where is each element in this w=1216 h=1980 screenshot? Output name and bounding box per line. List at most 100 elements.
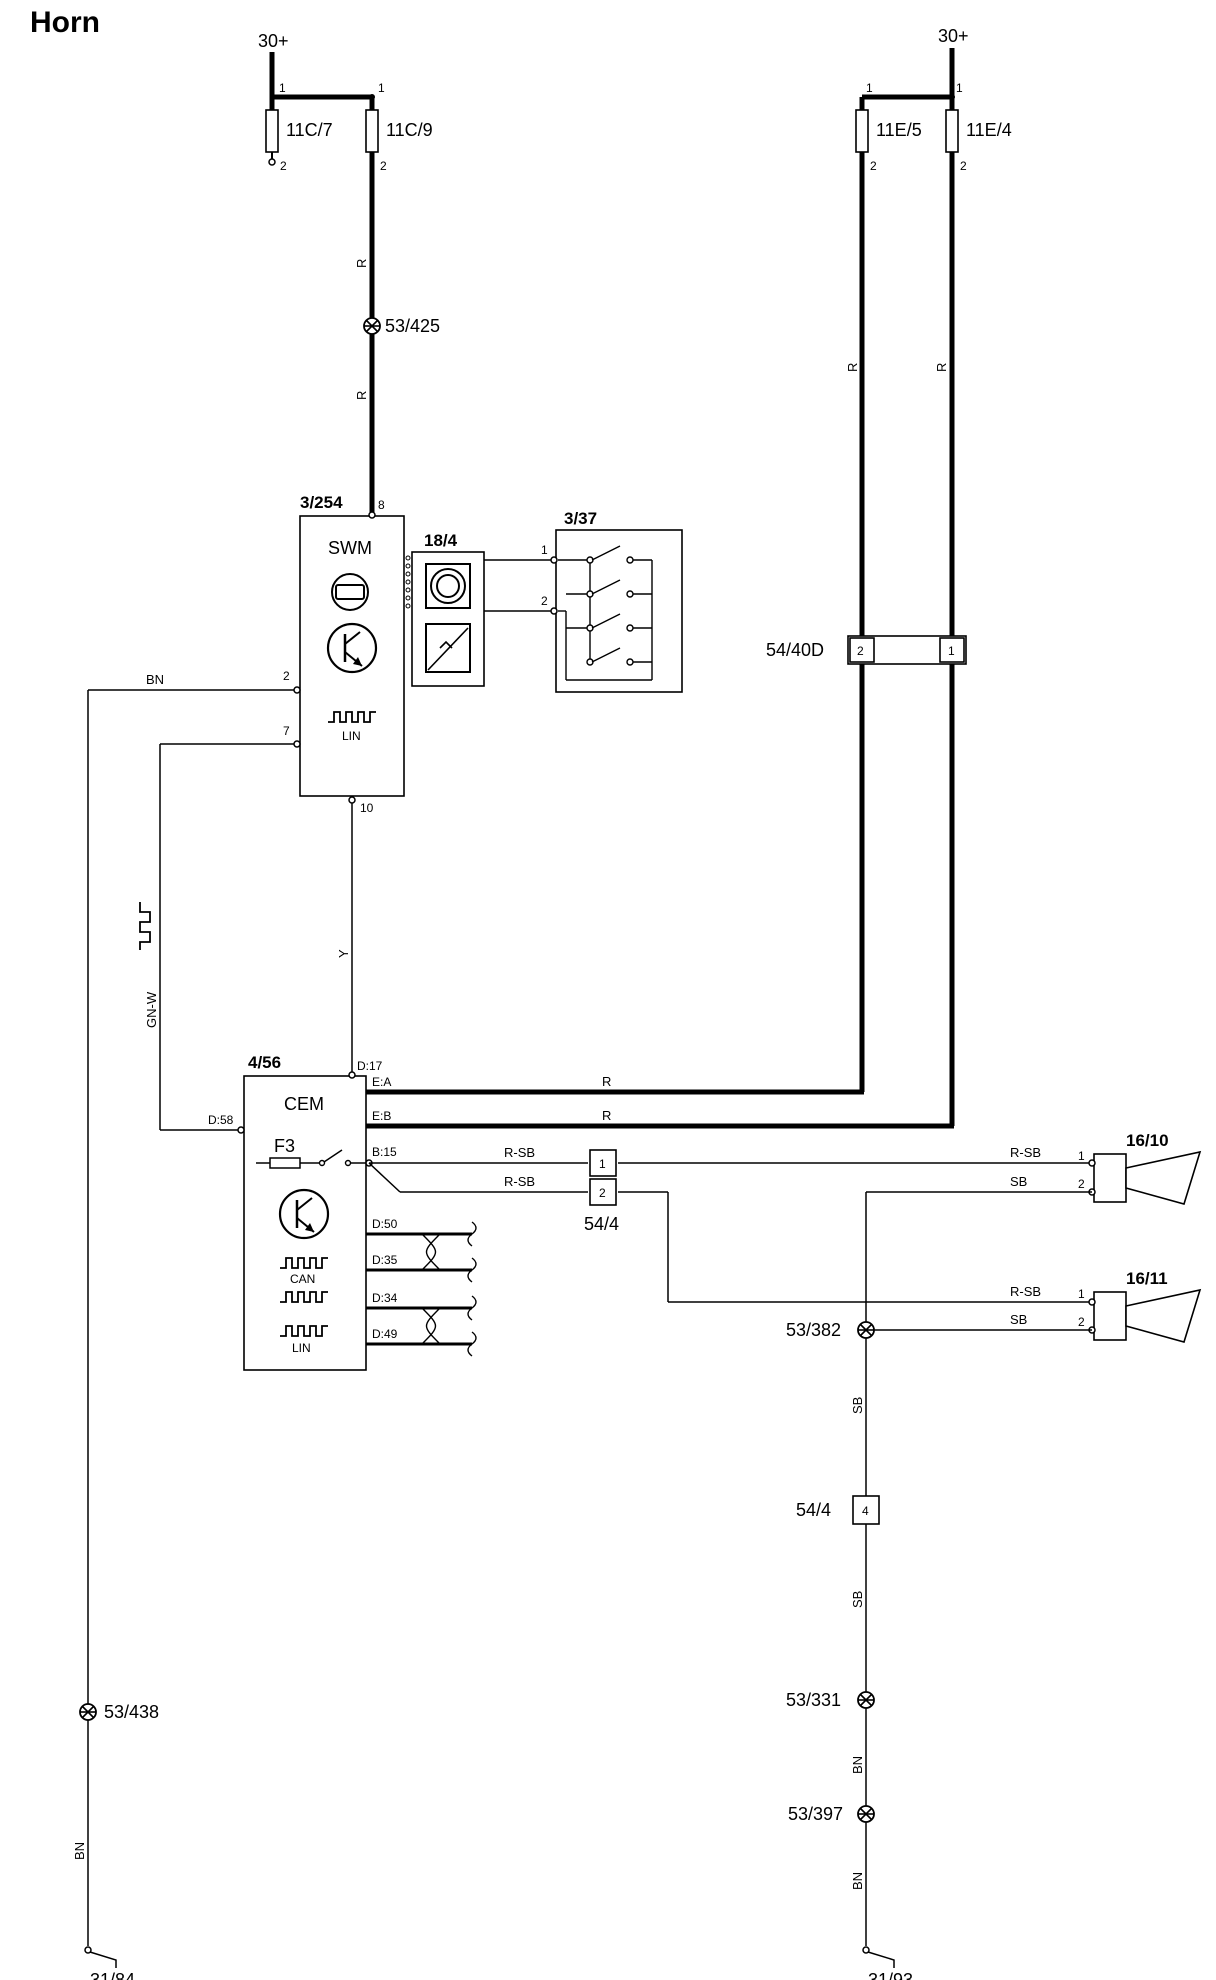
wire-r-label-2: R [354,391,369,400]
cem-pin-b15: B:15 [372,1145,397,1159]
wire-sb-label-1: SB [1010,1174,1027,1189]
connector-54-40d-label: 54/40D [766,640,824,660]
wire-r-label-5: R [602,1074,611,1089]
wire-bn-label-2: BN [72,1842,87,1860]
horn-16-11-pin-2: 2 [1078,1315,1085,1329]
cem-pin-ea: E:A [372,1075,391,1089]
cem-transistor-icon [278,1188,330,1240]
right-supply-group: 30+ 1 2 11E/5 1 2 11E/4 R R [845,26,1012,1126]
cem-pin-d50: D:50 [372,1217,398,1231]
cem-can-bus-icon: CAN [280,1257,328,1303]
fuse-11c9-pin-out: 2 [380,159,387,173]
horn-16-11-label: 16/11 [1126,1269,1168,1288]
wire-bn-label-3: BN [850,1756,865,1774]
connector-54-4-label-upper: 54/4 [584,1214,619,1234]
lin-gnw-wire: GN-W [139,743,294,1131]
ground-31-93: 31/93 [862,1946,913,1980]
swm-pin-7: 7 [283,724,290,738]
horn-16-10-pin-2: 2 [1078,1177,1085,1191]
horn-pad-label: 18/4 [424,531,458,550]
fuse-11c7-label: 11C/7 [286,120,333,140]
left-supply-group: 30+ 1 2 11C/7 1 2 11C/9 R R [258,31,440,512]
cem-pin-eb: E:B [372,1109,391,1123]
splice-53-425: 53/425 [363,316,440,336]
wire-r-label-6: R [602,1108,611,1123]
wire-rsb-label-1: R-SB [504,1145,535,1160]
wire-bn-label-4: BN [850,1872,865,1890]
horn-switch-3-37: 3/37 1 2 [541,509,683,693]
cem-id-label: 4/56 [248,1053,281,1072]
swm-pin-10: 10 [360,801,374,815]
splice-53-397-label: 53/397 [788,1804,843,1824]
fuse-11c9-label: 11C/9 [386,120,433,140]
cem-fuse-f3: F3 [256,1136,368,1169]
switch-contacts [566,545,652,666]
fuse-11e4-label: 11E/4 [966,120,1012,140]
fuse-11e4: 1 2 11E/4 [945,81,1012,173]
fuse-11e5-pin-out: 2 [870,159,877,173]
cem-fuse-label: F3 [274,1136,295,1156]
connector-54-4-pin-4: 4 [862,1504,869,1518]
swm-module: 3/254 SWM 8 LIN 2 7 10 [283,493,405,815]
cem-module: 4/56 CEM D:17 D:58 F3 CAN [208,1053,398,1371]
ground-31-84: 31/84 [84,1946,135,1980]
wire-rsb-label-4: R-SB [1010,1284,1041,1299]
splice-53-331-label: 53/331 [786,1690,841,1710]
splice-53-438: 53/438 [79,1702,159,1722]
fuse-11e5-pin-in: 1 [866,81,873,95]
lin-pulse-icon [139,902,151,950]
supply-right-label: 30+ [938,26,969,46]
splice-53-382: 53/382 [786,1320,875,1340]
cem-pin-d34: D:34 [372,1291,398,1305]
horn-feed-wires: R-SB R-SB R-SB R-SB [368,1145,1092,1303]
fuse-11e4-pin-out: 2 [960,159,967,173]
ground-31-93-label: 31/93 [868,1970,913,1980]
transistor-icon [326,622,378,674]
connector-54-4-pin-1: 1 [599,1157,606,1171]
swm-pin-8: 8 [378,498,385,512]
supply-left-label: 30+ [258,31,289,51]
cem-lin-label: LIN [292,1341,311,1355]
splice-53-331: 53/331 [786,1690,875,1710]
connector-54-4-label-lower: 54/4 [796,1500,831,1520]
horn-switch-label: 3/37 [564,509,597,528]
airbag-icon [425,623,471,673]
wire-rsb-label-2: R-SB [504,1174,535,1189]
ground-31-84-label: 31/84 [90,1970,135,1980]
cem-can-label: CAN [290,1272,315,1286]
lin-bus-icon: LIN [328,711,376,743]
swm-bus-label: LIN [342,729,361,743]
wire-sb-label-3: SB [850,1397,865,1414]
connector-54-4-lower: 4 54/4 [796,1495,880,1525]
swm-id-label: 3/254 [300,493,343,512]
fuse-11c9-pin-in: 1 [378,81,385,95]
splice-53-438-label: 53/438 [104,1702,159,1722]
wire-y-label: Y [336,949,351,958]
splice-53-397: 53/397 [788,1804,875,1824]
wire-r-label-3: R [845,363,860,372]
wire-rsb-label-3: R-SB [1010,1145,1041,1160]
wire-r-label-1: R [354,259,369,268]
wire-bn-label-1: BN [146,672,164,687]
fuse-11e5: 1 2 11E/5 [855,81,922,173]
y-wire: Y [336,803,353,1074]
fuse-11c9: 1 2 11C/9 [365,81,433,173]
fuse-11c7: 1 2 11C/7 [265,81,333,173]
horn-16-10-label: 16/10 [1126,1131,1169,1150]
connector-54-4-pin-2: 2 [599,1186,606,1200]
cem-pin-d49: D:49 [372,1327,398,1341]
cem-pin-d58: D:58 [208,1113,234,1127]
horn-button-icon [425,563,471,609]
wire-gnw-label: GN-W [144,991,159,1028]
splice-53-425-label: 53/425 [385,316,440,336]
bn-ground-wire: BN BN 53/438 31/84 [72,672,294,1980]
steering-wheel-icon [331,573,369,611]
fuse-11e5-label: 11E/5 [876,120,922,140]
connector-54-40d-pin-left: 2 [857,644,864,658]
cem-bus-stubs [366,1221,477,1357]
horn-16-11: 16/11 1 2 [1078,1269,1202,1343]
swm-pin-2: 2 [283,669,290,683]
connector-54-40d: 2 1 54/40D [766,635,967,665]
cem-pin-d17: D:17 [357,1059,383,1073]
